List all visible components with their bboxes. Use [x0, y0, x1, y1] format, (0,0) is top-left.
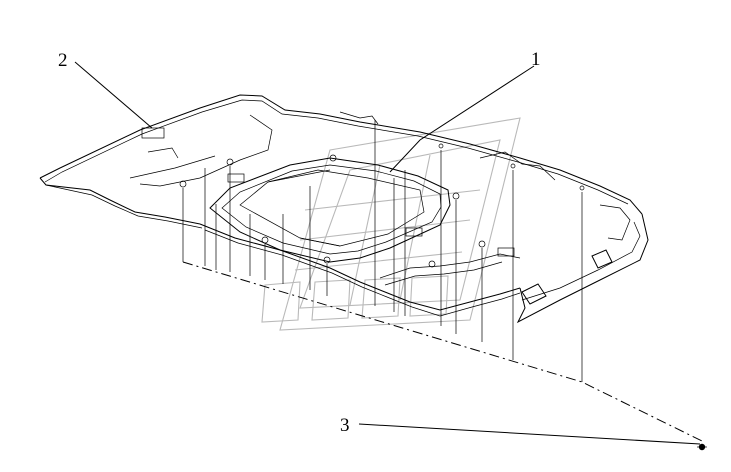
leader-line-3	[358, 423, 701, 445]
roof-lining-panel	[39, 94, 649, 324]
fastener-centerline	[182, 261, 703, 442]
callout-2: 2	[58, 50, 68, 71]
watermark-logo	[261, 117, 521, 331]
fastener-part-3	[697, 443, 707, 451]
leader-line-2	[74, 61, 153, 129]
callout-3: 3	[340, 415, 350, 436]
callout-1: 1	[531, 49, 541, 70]
leader-line-1	[389, 65, 535, 173]
fastener-axis-lines	[182, 120, 583, 382]
